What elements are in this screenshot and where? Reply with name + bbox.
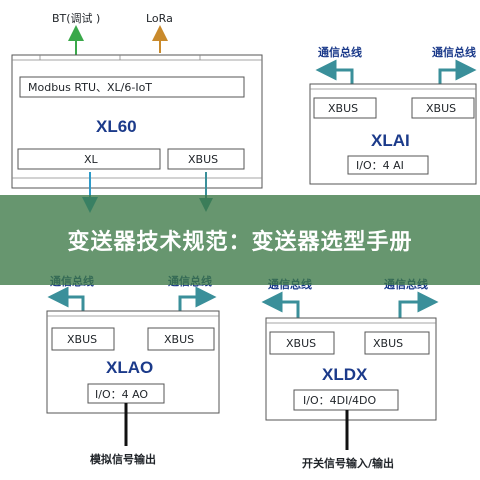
xlai-left-bus-label: 通信总线 [318, 45, 362, 59]
title-banner: 变送器技术规范：变送器选型手册 [0, 195, 480, 285]
xlai-port-right-label: XBUS [426, 102, 456, 115]
xl60-port-xbus-label: XBUS [188, 153, 218, 166]
xldx-bottom-label: 开关信号输入/输出 [302, 456, 394, 470]
xl60-module: BT(调试 ) LoRa Modbus RTU、XL/6-IoT XL60 XL… [11, 12, 263, 213]
xldx-port-left [269, 331, 335, 355]
xlao-io: I/O：4 AO [95, 388, 148, 401]
xlai-title: XLAI [371, 131, 410, 150]
xl60-port-xl-label: XL [84, 153, 99, 166]
xlai-io-box [347, 155, 429, 175]
bt-label: BT(调试 ) [52, 12, 100, 25]
xlai-port-left [313, 97, 377, 119]
xlai-right-bus-label: 通信总线 [432, 45, 476, 59]
xl60-port-xbus [167, 148, 245, 170]
xl60-bus-line: Modbus RTU、XL/6-IoT [28, 81, 152, 94]
xlai-io: I/O：4 AI [356, 159, 404, 172]
xlao-port-right [147, 327, 215, 351]
xldx-port-right-label: XBUS [373, 337, 403, 350]
xlao-port-left-label: XBUS [67, 333, 97, 346]
xldx-port-right [364, 331, 430, 355]
xlai-port-left-label: XBUS [328, 102, 358, 115]
xldx-title: XLDX [322, 365, 368, 384]
xldx-port-left-label: XBUS [286, 337, 316, 350]
xlao-port-right-label: XBUS [164, 333, 194, 346]
xldx-module: 通信总线 通信总线 XBUS XBUS XLDX I/O：4DI/4DO 开关信… [261, 277, 439, 470]
xlao-port-left [51, 327, 115, 351]
xl60-bus-box [19, 76, 245, 98]
xlai-port-right [411, 97, 475, 119]
xlao-bottom-label: 模拟信号输出 [90, 452, 156, 466]
xlao-module: 通信总线 通信总线 XBUS XBUS XLAO I/O：4 AO 模拟信号输出 [46, 274, 220, 466]
xl60-port-xl [17, 148, 161, 170]
lora-label: LoRa [146, 12, 173, 25]
xlao-title: XLAO [106, 358, 153, 377]
xldx-io: I/O：4DI/4DO [303, 394, 376, 407]
banner-title: 变送器技术规范：变送器选型手册 [67, 230, 413, 255]
xl60-title: XL60 [96, 117, 137, 136]
xlai-module: 通信总线 通信总线 XBUS XBUS XLAI I/O：4 AI [309, 45, 477, 185]
